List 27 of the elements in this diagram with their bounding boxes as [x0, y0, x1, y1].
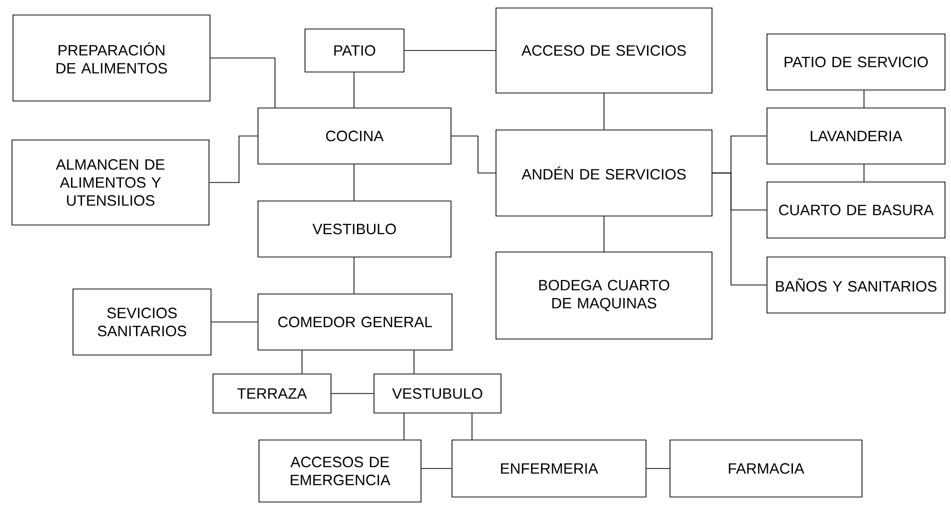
room-box: FARMACIA [670, 440, 862, 498]
connector-line [451, 136, 496, 174]
room-box: BAÑOS Y SANITARIOS [766, 256, 946, 314]
room-box: LAVANDERIA [766, 108, 946, 164]
room-box: COMEDOR GENERAL [258, 294, 452, 350]
connector-line [209, 136, 258, 183]
room-box: PATIO DE SERVICIO [766, 34, 946, 90]
room-box: ALMANCEN DE ALIMENTOS Y UTENSILIOS [12, 140, 210, 226]
room-box: ANDÉN DE SERVICIOS [496, 130, 712, 216]
room-box: COCINA [258, 108, 452, 164]
room-box: PATIO [304, 28, 404, 72]
connector-line [646, 468, 670, 469]
connector-line [210, 58, 276, 108]
room-box: TERRAZA [212, 374, 332, 414]
connector-line [712, 172, 767, 286]
room-box: VESTUBULO [374, 374, 502, 414]
room-box: CUARTO DE BASURA [766, 182, 946, 238]
connector-line [421, 468, 452, 469]
room-box: ENFERMERIA [452, 440, 646, 498]
room-box: ACCESOS DE EMERGENCIA [258, 440, 422, 502]
room-box: BODEGA CUARTO DE MAQUINAS [496, 252, 712, 340]
room-box: VESTIBULO [258, 200, 452, 258]
room-box: PREPARACIÓN DE ALIMENTOS [12, 14, 210, 102]
room-box: SEVICIOS SANITARIOS [72, 288, 212, 356]
connector-line [331, 393, 374, 394]
room-box: ACCESO DE SEVICIOS [496, 8, 712, 94]
connector-line [404, 50, 496, 51]
